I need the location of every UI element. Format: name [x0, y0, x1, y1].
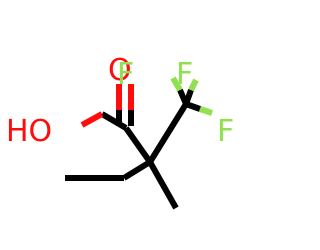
atom-f-top-right: F: [176, 57, 193, 92]
structure-canvas: O HO F F F: [6, 53, 235, 210]
atom-o-carbonyl: O: [108, 53, 132, 88]
molecule-drawing: O HO F F F: [6, 53, 234, 210]
carbonyl-double-bond: [116, 84, 134, 126]
c-methyl-bond: [147, 160, 179, 210]
c-c-bond-carbonyl-quaternary: [123, 126, 153, 164]
c-f-bond-upper-right: [183, 78, 199, 106]
atom-oh-hydroxyl: HO: [6, 114, 52, 149]
atom-f-right: F: [217, 114, 234, 149]
atom-f-top-left: F: [117, 57, 134, 92]
c-ethyl-bond: [122, 159, 152, 181]
c-cf3-bond: [147, 102, 189, 164]
c-f-bond-right: [184, 101, 213, 116]
hydroxyl-bond: [80, 111, 128, 131]
